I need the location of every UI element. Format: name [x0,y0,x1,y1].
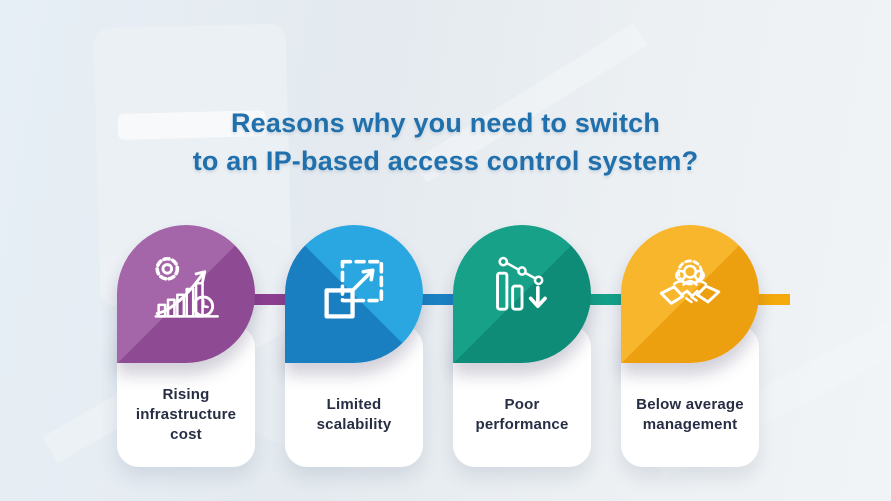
connector-segment-2 [354,294,522,305]
connector-segment-1 [186,294,354,305]
badge-teardrop [117,225,255,363]
badge-teardrop [285,225,423,363]
connector-segment-3 [522,294,690,305]
reason-item-below-average-management: Below average management [621,225,759,469]
badge-teardrop [453,225,591,363]
growth-chart-gear-icon [154,256,219,318]
badge-teardrop [621,225,759,363]
page-title: Reasons why you need to switch to an IP-… [0,104,891,180]
title-line-2: to an IP-based access control system? [192,146,699,176]
title-line-1: Reasons why you need to switch [230,108,661,138]
reason-item-limited-scalability: Limited scalability [285,225,423,469]
team-handshake-icon [659,259,721,305]
reason-item-poor-performance: Poor performance [453,225,591,469]
reason-label: Rising infrastructure cost [135,386,237,443]
reason-label: Poor performance [475,396,569,433]
scale-up-icon [324,259,384,319]
reason-item-rising-infrastructure-cost: Rising infrastructure cost [117,225,255,469]
reason-label: Limited scalability [316,396,392,433]
reason-label: Below average management [636,396,744,433]
declining-chart-icon [496,256,547,311]
